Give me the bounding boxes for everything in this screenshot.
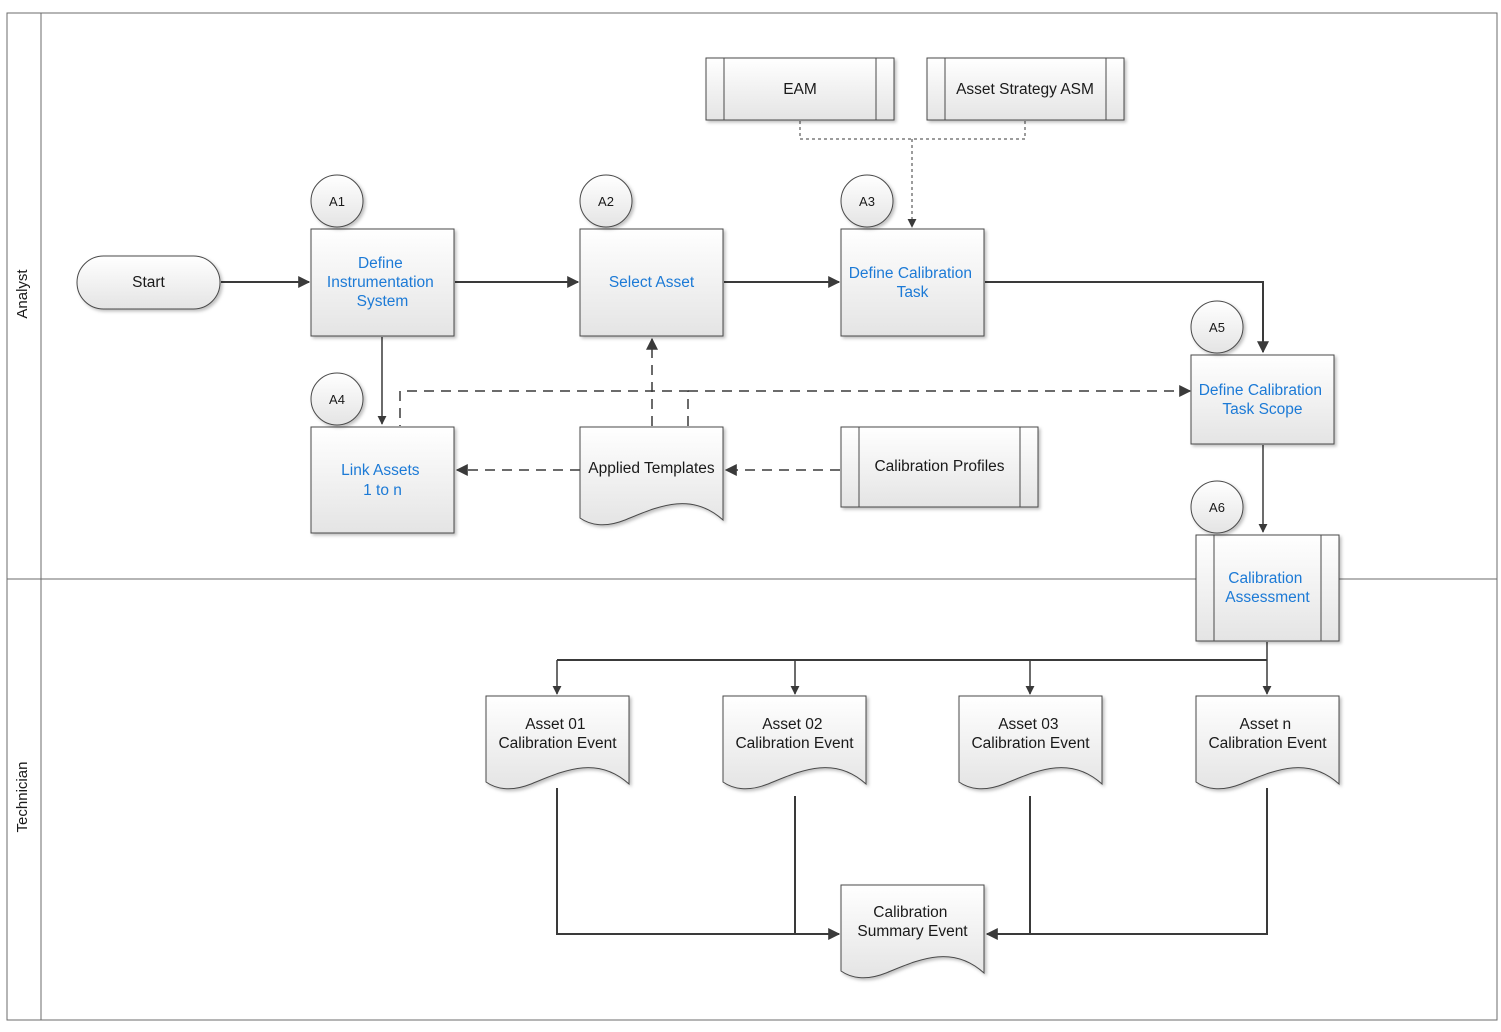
- calibration-profiles-label: Calibration Profiles: [874, 458, 1004, 475]
- svg-text:A3: A3: [859, 194, 875, 209]
- asset-01-label: Asset 01 Calibration Event: [498, 716, 617, 752]
- asset-02-label: Asset 02 Calibration Event: [735, 716, 854, 752]
- a6-label: Calibration Assessment: [1225, 570, 1310, 606]
- subprocess-eam[interactable]: EAM: [705, 57, 895, 121]
- document-calibration-summary-event[interactable]: Calibration Summary Event: [840, 884, 985, 979]
- asset-strategy-label: Asset Strategy ASM: [956, 81, 1094, 98]
- a1-label: Define Instrumentation System: [327, 255, 438, 310]
- badge-a6: A6: [1190, 480, 1244, 534]
- swimlane-frame: [6, 12, 1498, 1021]
- badge-a4: A4: [310, 372, 364, 426]
- svg-text:A6: A6: [1209, 500, 1225, 515]
- svg-text:A1: A1: [329, 194, 345, 209]
- document-asset-02-calibration-event[interactable]: Asset 02 Calibration Event: [722, 695, 867, 790]
- document-asset-03-calibration-event[interactable]: Asset 03 Calibration Event: [958, 695, 1103, 790]
- lane-label-analyst: Analyst: [14, 269, 31, 319]
- a4-label: Link Assets 1 to n: [341, 462, 424, 499]
- badge-a1: A1: [310, 174, 364, 228]
- edge-assetn-summary: [985, 788, 1268, 940]
- process-a3-define-calibration-task[interactable]: Define Calibration Task: [840, 228, 985, 337]
- edge-a3-a5: [985, 281, 1269, 354]
- subprocess-calibration-profiles[interactable]: Calibration Profiles: [840, 426, 1039, 508]
- document-applied-templates[interactable]: Applied Templates: [579, 426, 724, 526]
- start-label: Start: [132, 274, 165, 291]
- edge-asm-a3: [912, 121, 1026, 140]
- a2-label: Select Asset: [609, 274, 695, 291]
- process-a4-link-assets[interactable]: Link Assets 1 to n: [310, 426, 455, 534]
- lane-label-technician: Technician: [14, 762, 31, 833]
- applied-templates-label: Applied Templates: [588, 460, 715, 477]
- edge-eam-a3: [799, 121, 912, 140]
- process-a1-define-instrumentation-system[interactable]: Define Instrumentation System: [310, 228, 455, 337]
- process-a5-define-calibration-task-scope[interactable]: Define Calibration Task Scope: [1190, 354, 1335, 445]
- asset-03-label: Asset 03 Calibration Event: [971, 716, 1090, 752]
- eam-label: EAM: [783, 81, 817, 98]
- a5-label: Define Calibration Task Scope: [1199, 382, 1327, 418]
- document-asset-01-calibration-event[interactable]: Asset 01 Calibration Event: [485, 695, 630, 790]
- svg-text:A4: A4: [329, 392, 345, 407]
- edge-asset01-summary: [556, 788, 841, 940]
- process-a2-select-asset[interactable]: Select Asset: [579, 228, 724, 337]
- summary-label: Calibration Summary Event: [857, 904, 968, 940]
- edge-templates-branch: [399, 390, 689, 426]
- document-asset-n-calibration-event[interactable]: Asset n Calibration Event: [1195, 695, 1340, 790]
- subprocess-asset-strategy-asm[interactable]: Asset Strategy ASM: [926, 57, 1125, 121]
- connectors: [221, 121, 1272, 940]
- process-a6-calibration-assessment[interactable]: Calibration Assessment: [1195, 534, 1340, 642]
- badge-a3: A3: [840, 174, 894, 228]
- asset-n-label: Asset n Calibration Event: [1208, 716, 1327, 752]
- badge-a5: A5: [1190, 300, 1244, 354]
- svg-text:A5: A5: [1209, 320, 1225, 335]
- a3-label: Define Calibration Task: [849, 265, 977, 301]
- svg-text:A2: A2: [598, 194, 614, 209]
- badge-a2: A2: [579, 174, 633, 228]
- start-terminator[interactable]: Start: [76, 255, 221, 310]
